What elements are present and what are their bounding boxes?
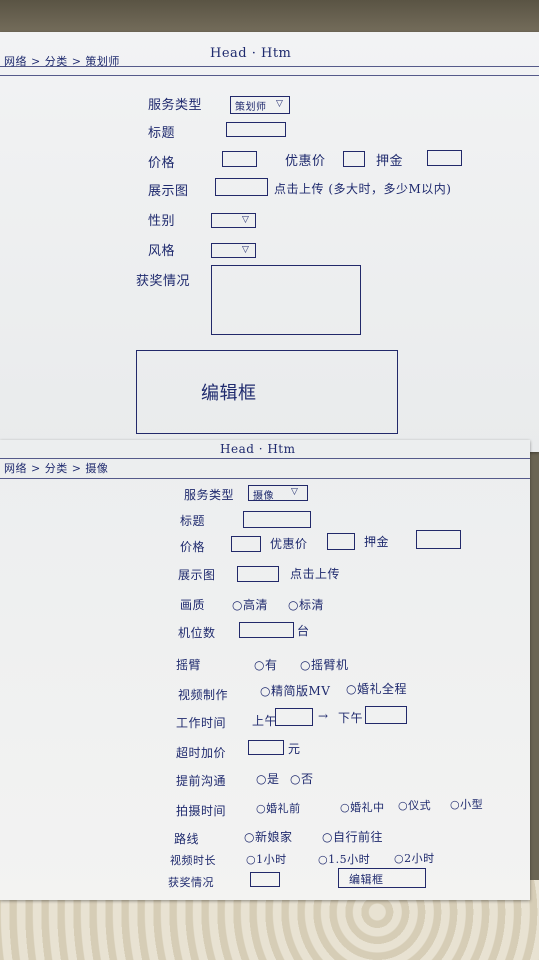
route-opt2-radio[interactable]: ○自行前往 bbox=[322, 830, 383, 844]
price-input[interactable] bbox=[222, 151, 257, 167]
page-header: Head · Htm bbox=[210, 46, 292, 61]
price-label: 价格 bbox=[148, 156, 176, 171]
deposit-input[interactable] bbox=[416, 530, 461, 549]
am-time-input[interactable] bbox=[275, 708, 313, 726]
len-opt2-radio[interactable]: ○1.5小时 bbox=[318, 853, 371, 866]
route-opt1-radio[interactable]: ○新娘家 bbox=[244, 830, 293, 844]
display-image-box[interactable] bbox=[215, 178, 268, 196]
breadcrumb-divider bbox=[0, 478, 530, 479]
machine-count-input[interactable] bbox=[239, 622, 294, 638]
chevron-down-icon: ▽ bbox=[242, 245, 250, 255]
display-image-label: 展示图 bbox=[178, 568, 216, 582]
video-length-label: 视频时长 bbox=[170, 854, 216, 867]
shoot-opt3-radio[interactable]: ○仪式 bbox=[398, 799, 432, 812]
arrow-icon: → bbox=[318, 709, 329, 723]
editor-label: 编辑框 bbox=[201, 383, 257, 404]
price-input[interactable] bbox=[231, 536, 261, 552]
price-label: 价格 bbox=[180, 540, 206, 554]
service-type-value: 策划师 bbox=[235, 102, 267, 113]
video-opt2-radio[interactable]: ○婚礼全程 bbox=[346, 682, 407, 696]
gender-select[interactable]: ▽ bbox=[211, 213, 256, 228]
sketch-sheet-videographer bbox=[0, 440, 530, 900]
deposit-label: 押金 bbox=[376, 154, 404, 169]
len-opt3-radio[interactable]: ○2小时 bbox=[394, 852, 435, 865]
service-type-label: 服务类型 bbox=[184, 488, 235, 502]
quality-sd-radio[interactable]: ○标清 bbox=[288, 598, 324, 612]
rocker-opt2-radio[interactable]: ○摇臂机 bbox=[300, 658, 349, 672]
breadcrumb[interactable]: 网络 > 分类 > 策划师 bbox=[4, 55, 120, 68]
service-type-label: 服务类型 bbox=[148, 98, 203, 113]
pm-label: 下午 bbox=[338, 711, 364, 725]
title-label: 标题 bbox=[148, 126, 176, 141]
shoot-opt2-radio[interactable]: ○婚礼中 bbox=[340, 801, 385, 814]
chevron-down-icon: ▽ bbox=[291, 487, 299, 497]
chevron-down-icon: ▽ bbox=[242, 215, 250, 225]
awards-label: 获奖情况 bbox=[136, 274, 191, 289]
shoot-opt1-radio[interactable]: ○婚礼前 bbox=[256, 802, 301, 815]
upload-link[interactable]: 点击上传 bbox=[290, 567, 341, 581]
rocker-label: 摇臂 bbox=[176, 658, 202, 672]
shoot-time-label: 拍摄时间 bbox=[176, 804, 227, 818]
awards-textarea[interactable] bbox=[211, 265, 361, 335]
len-opt1-radio[interactable]: ○1小时 bbox=[246, 853, 287, 866]
discount-price-label: 优惠价 bbox=[270, 537, 308, 551]
pm-time-input[interactable] bbox=[365, 706, 407, 724]
service-type-value: 摄像 bbox=[253, 491, 274, 502]
route-label: 路线 bbox=[174, 832, 200, 846]
header-divider bbox=[0, 66, 539, 67]
header-divider bbox=[0, 458, 530, 459]
discount-price-input[interactable] bbox=[327, 533, 355, 550]
upload-link[interactable]: 点击上传 (多大时，多少M以内) bbox=[274, 182, 452, 196]
video-opt1-radio[interactable]: ○精简版MV bbox=[260, 684, 331, 698]
early-yes-radio[interactable]: ○是 bbox=[256, 772, 280, 786]
chevron-down-icon: ▽ bbox=[276, 99, 284, 109]
rocker-opt1-radio[interactable]: ○有 bbox=[254, 658, 278, 672]
title-input[interactable] bbox=[226, 122, 286, 137]
sketch-sheet-planner bbox=[0, 32, 539, 452]
display-image-label: 展示图 bbox=[148, 184, 189, 199]
shoot-opt4-radio[interactable]: ○小型 bbox=[450, 798, 484, 811]
breadcrumb-divider bbox=[0, 75, 539, 76]
title-input[interactable] bbox=[243, 511, 311, 528]
editor-button[interactable]: 编辑框 bbox=[338, 868, 426, 888]
display-image-box[interactable] bbox=[237, 566, 279, 582]
gender-label: 性别 bbox=[148, 214, 176, 229]
video-production-label: 视频制作 bbox=[178, 688, 229, 702]
machine-unit: 台 bbox=[297, 624, 310, 638]
early-no-radio[interactable]: ○否 bbox=[290, 772, 314, 786]
overtime-fee-label: 超时加价 bbox=[176, 746, 227, 760]
editor-label: 编辑框 bbox=[349, 873, 384, 886]
style-select[interactable]: ▽ bbox=[211, 243, 256, 258]
awards-input[interactable] bbox=[250, 872, 280, 887]
discount-price-input[interactable] bbox=[343, 151, 365, 167]
overtime-unit: 元 bbox=[288, 742, 301, 756]
service-type-select[interactable]: 摄像 ▽ bbox=[248, 485, 308, 502]
breadcrumb[interactable]: 网络 > 分类 > 摄像 bbox=[4, 462, 109, 475]
quality-hd-radio[interactable]: ○高清 bbox=[232, 598, 268, 612]
discount-price-label: 优惠价 bbox=[285, 154, 326, 169]
title-label: 标题 bbox=[180, 514, 206, 528]
machine-count-label: 机位数 bbox=[178, 626, 216, 640]
am-label: 上午 bbox=[252, 714, 278, 728]
style-label: 风格 bbox=[148, 244, 176, 259]
work-time-label: 工作时间 bbox=[176, 716, 227, 730]
early-visit-label: 提前沟通 bbox=[176, 774, 227, 788]
deposit-input[interactable] bbox=[427, 150, 462, 166]
service-type-select[interactable]: 策划师 ▽ bbox=[230, 96, 290, 114]
awards-label: 获奖情况 bbox=[168, 876, 214, 889]
editor-box[interactable]: 编辑框 bbox=[136, 350, 398, 434]
overtime-fee-input[interactable] bbox=[248, 740, 284, 755]
deposit-label: 押金 bbox=[364, 535, 390, 549]
page-header: Head · Htm bbox=[220, 442, 296, 456]
quality-label: 画质 bbox=[180, 598, 206, 612]
